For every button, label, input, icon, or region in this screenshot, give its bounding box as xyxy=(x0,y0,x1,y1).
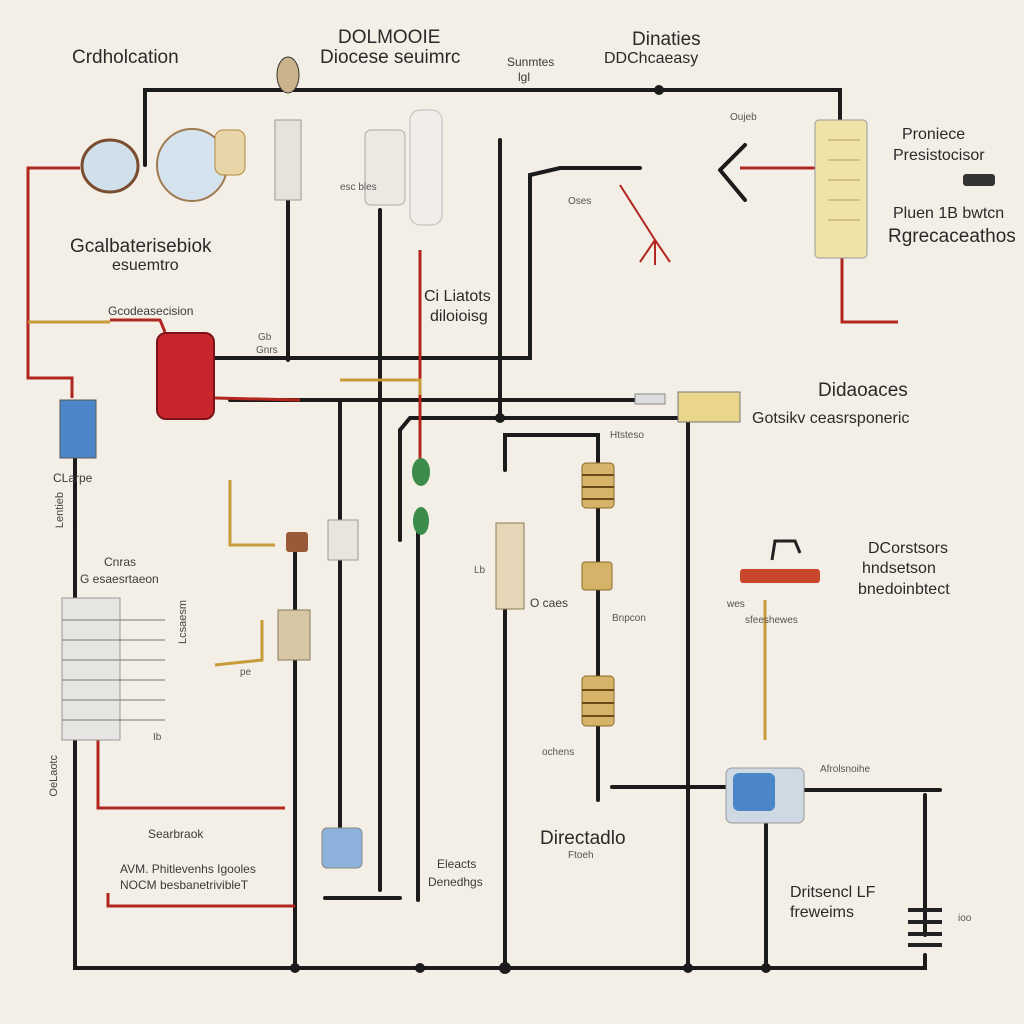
label-small-lb: Lb xyxy=(474,565,486,576)
label-diodes-title: Didaoaces xyxy=(818,380,908,401)
label-bottom-right-a: Dritsencl LF xyxy=(790,884,876,901)
label-upper-left-b: esuemtro xyxy=(112,257,179,274)
wire-red-box xyxy=(110,318,167,333)
yellow-panel xyxy=(814,119,868,259)
label-small-ocaes: O caes xyxy=(530,596,569,610)
label-top-center-1: DOLMOOIE xyxy=(338,27,441,48)
wire-v7 xyxy=(503,433,600,802)
components xyxy=(59,56,995,974)
label-small-afro: Afrolsnoihe xyxy=(820,764,871,775)
label-vert-left: Lentieb xyxy=(54,492,66,529)
label-small-seesh: sfeeshewes xyxy=(745,615,798,626)
label-right-2b: Rgrecaceathos xyxy=(888,226,1016,247)
dark-cap-right xyxy=(963,174,995,186)
blue-capacitor-left xyxy=(59,399,97,459)
gold-wires xyxy=(28,320,767,740)
wire-mid-horizontal-1 xyxy=(213,166,642,360)
label-small-cage: Oujeb xyxy=(730,112,757,123)
label-small-gb: Gb xyxy=(258,332,272,343)
label-right-1b: Presistocisor xyxy=(893,147,985,164)
right-connector xyxy=(677,391,741,423)
wire-diode-arm xyxy=(718,143,747,202)
small-brown-cap xyxy=(286,532,308,552)
label-upper-left-a: Gcalbaterisebiok xyxy=(70,236,212,257)
label-left-red: Gcodeasecision xyxy=(108,304,194,318)
connector-tip xyxy=(634,393,666,405)
motor-coil xyxy=(214,129,246,176)
label-bottom-elact-a: Eleacts xyxy=(437,857,477,871)
tube-cylinder xyxy=(364,129,406,206)
tube-cylinder-2 xyxy=(409,109,443,226)
label-small-esc: esc bles xyxy=(340,182,377,193)
label-small-ioo: ioo xyxy=(958,913,972,924)
spark-node xyxy=(619,184,671,265)
resistor-stack-1 xyxy=(581,462,615,509)
label-right-mid-b: hndsetson xyxy=(862,560,936,577)
label-small-gb2: Gnrs xyxy=(256,345,278,356)
label-mid-b: diloioisg xyxy=(430,308,488,325)
meter-grid xyxy=(61,597,165,741)
blue-capacitor-bottom xyxy=(321,827,363,869)
red-probe xyxy=(740,569,820,583)
label-bottom-avm-a: AVM. Phitlevenhs Igooles xyxy=(120,862,256,876)
probe-hook xyxy=(770,539,802,561)
label-small-hrto: Htsteso xyxy=(610,430,644,441)
red-wires xyxy=(26,166,898,908)
label-bottom-dir-b: Ftoeh xyxy=(568,850,594,861)
blue-fluid xyxy=(733,773,775,811)
label-vert-bottom: OeLaotc xyxy=(48,755,60,797)
label-bottom-dir-a: Directadlo xyxy=(540,828,626,849)
label-right-1a: Proniece xyxy=(902,126,966,143)
label-cans-a: Cnras xyxy=(104,555,137,569)
label-top-right-1: Dinaties xyxy=(632,29,701,50)
label-small-bnpon: Bnpcon xyxy=(612,613,646,624)
wire-gold-5 xyxy=(340,378,422,395)
label-left-cl: CLarpe xyxy=(53,471,93,485)
label-small-ib: Ib xyxy=(153,732,162,743)
label-right-mid-a: DCorstsors xyxy=(868,540,949,557)
label-cans-b: G esaesrtaeon xyxy=(80,572,159,586)
relay-block xyxy=(495,522,525,610)
wire-mid-horizontal-3 xyxy=(398,416,682,542)
label-bottom-right-b: freweims xyxy=(790,904,855,921)
resistor-stack-2 xyxy=(581,675,615,727)
top-fixture xyxy=(274,119,302,201)
red-battery xyxy=(156,332,215,420)
wire-red-bottom-1 xyxy=(96,740,285,810)
label-small-pe: pe xyxy=(240,667,252,678)
wire-gold-4 xyxy=(214,620,264,667)
wire-red-left xyxy=(26,166,80,398)
label-top-small-2: lgl xyxy=(518,70,531,84)
label-small-wes: wes xyxy=(727,599,745,610)
wire-red-mid xyxy=(214,396,301,402)
label-top-small: Sunmtes xyxy=(507,55,555,69)
wire-top-bus xyxy=(143,88,842,167)
green-led-1 xyxy=(412,458,430,486)
junctions xyxy=(290,85,771,974)
label-right-mid-c: bnedoinbtect xyxy=(858,581,950,598)
label-bottom-elact-b: Denedhgs xyxy=(428,875,483,889)
label-mid-a: Ci Liatots xyxy=(424,288,491,305)
label-bottom-sear: Searbraok xyxy=(148,827,204,841)
label-vert-left2: Lcsaesm xyxy=(177,600,189,645)
label-small-oses: Oses xyxy=(568,196,592,207)
wire-gold-2 xyxy=(228,480,275,547)
label-top-left: Crdholcation xyxy=(72,47,179,68)
coil-block-1 xyxy=(327,519,359,561)
top-bulb xyxy=(276,56,300,94)
wire-red-right xyxy=(840,255,898,324)
label-top-center-2: Diocese seuimrc xyxy=(320,47,461,68)
green-led-2 xyxy=(413,507,429,535)
label-top-right-2: DDChcaeasy xyxy=(604,50,699,67)
resistor-small-mid xyxy=(581,561,613,591)
label-bottom-avm-b: NOCM besbanetrivibleT xyxy=(120,878,249,892)
label-right-2a: Pluen 1B bwtcn xyxy=(893,205,1005,222)
lamp-globe xyxy=(80,138,140,194)
wire-red-bottom-2 xyxy=(106,893,295,908)
label-small-ochns: ochens xyxy=(542,747,575,758)
coil-block-2 xyxy=(277,609,311,661)
label-diodes-sub: Gotsikv ceasrsponeric xyxy=(752,410,910,427)
inductor-coil xyxy=(908,908,942,947)
